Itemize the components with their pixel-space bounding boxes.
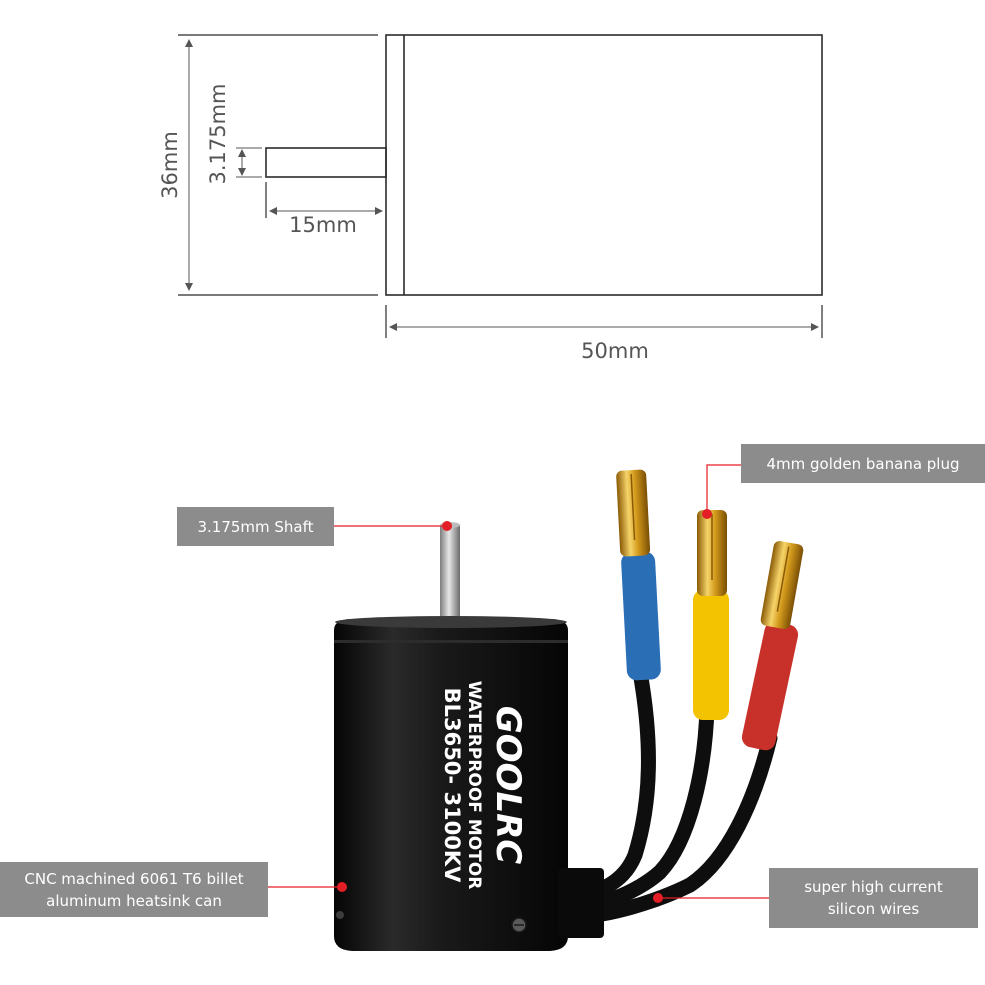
wire-exit-block xyxy=(558,868,604,938)
motor-brand: GOOLRC xyxy=(488,706,528,865)
banana-plug-left xyxy=(616,469,651,557)
plug-callout-text: 4mm golden banana plug xyxy=(766,454,960,473)
plug-callout-dot xyxy=(702,509,712,519)
motor-outline xyxy=(385,34,823,296)
wire-bundle xyxy=(584,664,778,922)
yellow-heatshrink xyxy=(693,590,729,720)
can-callout-line1: CNC machined 6061 T6 billet xyxy=(24,869,244,888)
shaft-callout-text: 3.175mm Shaft xyxy=(197,517,314,536)
callout-dots xyxy=(337,509,712,903)
height-label: 36mm xyxy=(158,131,182,199)
can-callout: CNC machined 6061 T6 billet aluminum hea… xyxy=(0,862,268,917)
can-callout-line2: aluminum heatsink can xyxy=(46,891,222,910)
dimension-drawing xyxy=(178,34,823,338)
wires-callout: super high current silicon wires xyxy=(769,868,978,928)
wires-callout-line2: silicon wires xyxy=(827,900,920,918)
shaft-outline xyxy=(265,147,387,178)
banana-plug-middle xyxy=(697,510,727,596)
plug-callout: 4mm golden banana plug xyxy=(741,444,985,483)
wires-callout-dot xyxy=(653,893,663,903)
blue-heatshrink xyxy=(621,551,661,681)
motor-shaft xyxy=(440,525,460,623)
shaft-callout-dot xyxy=(442,521,452,531)
shaft-callout: 3.175mm Shaft xyxy=(177,507,334,546)
motor-label-line2: BL3650- 3100KV xyxy=(440,688,464,884)
can-callout-dot xyxy=(337,882,347,892)
shaft-length-label: 15mm xyxy=(289,213,357,237)
body-length-label: 50mm xyxy=(581,339,649,363)
motor-can xyxy=(334,619,568,951)
motor-label-line1: WATERPROOF MOTOR xyxy=(464,681,484,890)
banana-plug-right xyxy=(760,540,804,630)
dimension-arrows xyxy=(185,39,819,331)
motor-illustration: GOOLRC WATERPROOF MOTOR BL3650- 3100KV xyxy=(334,469,804,951)
shaft-diameter-label: 3.175mm xyxy=(206,83,230,184)
red-heatshrink xyxy=(741,621,799,751)
callout-leaders xyxy=(268,464,770,899)
wires-callout-line1: super high current xyxy=(804,878,943,896)
